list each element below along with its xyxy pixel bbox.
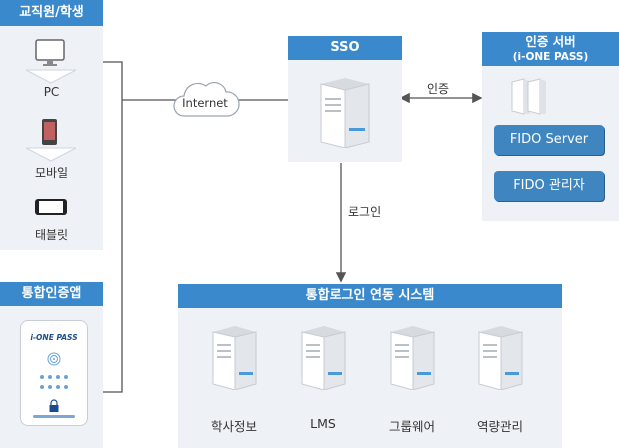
auth-server-title-line2: (i-ONE PASS) [512, 51, 589, 63]
app-phone-mockup: i-ONE PASS [20, 320, 88, 426]
phone-icon [42, 119, 57, 145]
app-panel: 통합인증앱 i-ONE PASS [0, 282, 103, 448]
integrated-system-panel: 통합로그인 연동 시스템 학사정보 LMS 그룹웨어 [178, 284, 562, 448]
server-label: LMS [310, 416, 336, 431]
auth-server-panel: 인증 서버 (i-ONE PASS) FIDO Server FIDO 관리자 [482, 32, 619, 221]
server-label: 그룹웨어 [388, 419, 435, 434]
fingerprint-icon [47, 352, 61, 366]
fido-server-button[interactable]: FIDO Server [494, 125, 604, 155]
monitor-icon [35, 39, 65, 66]
auth-options-icon [40, 375, 68, 389]
users-bracket [103, 61, 123, 393]
login-edge-label: 로그인 [348, 205, 382, 219]
app-home-bar [33, 415, 75, 418]
fido-admin-button[interactable]: FIDO 관리자 [494, 171, 604, 201]
down-chevron-icon [26, 147, 76, 162]
lock-icon [49, 399, 59, 412]
sso-title: SSO [288, 36, 402, 60]
server-label: 역량관리 [476, 419, 523, 434]
server-icon [320, 78, 370, 148]
auth-server-title-line1: 인증 서버 [525, 34, 576, 49]
app-title: 통합인증앱 [0, 282, 103, 306]
server-icon [301, 326, 346, 390]
sso-panel: SSO [288, 36, 402, 162]
device-label-mobile: 모바일 [34, 166, 69, 180]
auth-server-title: 인증 서버 (i-ONE PASS) [482, 32, 619, 66]
users-title: 교직원/학생 [0, 0, 103, 26]
device-label-tablet: 태블릿 [34, 228, 69, 242]
server-icon [212, 326, 257, 390]
server-stack-icon [511, 78, 546, 115]
server-icon [390, 326, 435, 390]
server-icon [478, 326, 523, 390]
down-chevron-icon [26, 69, 76, 84]
server-label: 학사정보 [210, 419, 257, 434]
tablet-icon [35, 199, 67, 215]
device-label-pc: PC [43, 85, 60, 99]
auth-edge-label: 인증 [426, 82, 450, 96]
app-logo: i-ONE PASS [30, 333, 78, 342]
internet-label: Internet [182, 96, 228, 110]
users-panel: 교직원/학생 PC 모바일 태블릿 [0, 0, 103, 250]
integrated-system-title: 통합로그인 연동 시스템 [178, 284, 562, 308]
cloud-icon [173, 82, 240, 117]
